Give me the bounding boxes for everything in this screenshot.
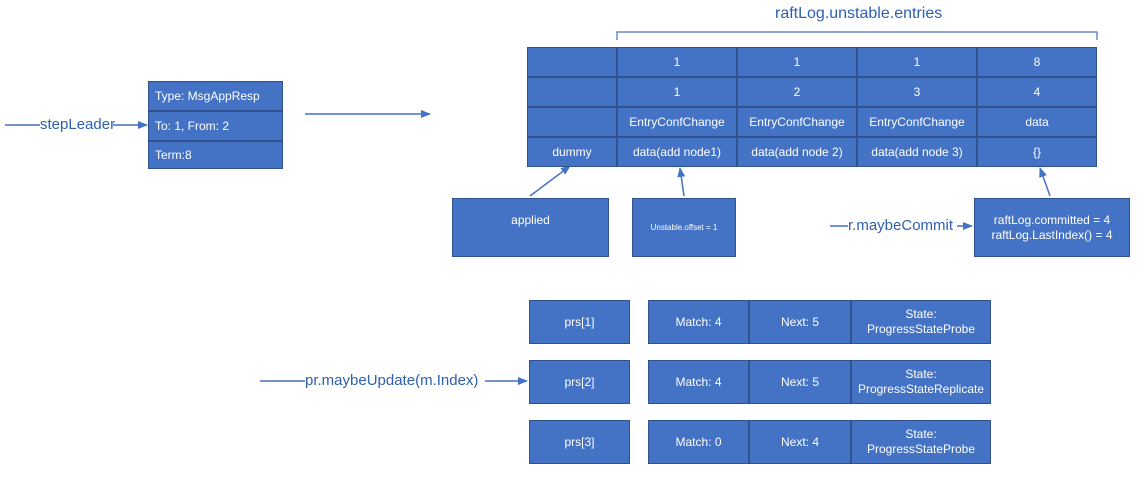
- progress-match: Match: 4: [648, 300, 749, 344]
- log-term-cell: 1: [617, 47, 737, 77]
- state-label: State:: [905, 427, 937, 441]
- state-label: State:: [905, 307, 937, 321]
- maybe-update-label: pr.maybeUpdate(m.Index): [305, 372, 479, 389]
- committed-arrow: [1039, 167, 1051, 197]
- entries-title: raftLog.unstable.entries: [775, 5, 943, 22]
- unstable-offset-box: Unstable.offset = 1: [632, 198, 736, 257]
- log-index-cell: 4: [977, 77, 1097, 107]
- log-data-cell: data(add node1): [617, 137, 737, 167]
- progress-id: prs[2]: [529, 360, 630, 404]
- state-value: ProgressStateReplicate: [857, 382, 985, 396]
- state-value: ProgressStateProbe: [866, 322, 976, 336]
- progress-next: Next: 4: [749, 420, 851, 464]
- log-data-cell: {}: [977, 137, 1097, 167]
- log-header-empty: [527, 107, 617, 137]
- log-index-cell: 1: [617, 77, 737, 107]
- progress-match: Match: 4: [648, 360, 749, 404]
- committed-box: raftLog.committed = 4 raftLog.LastIndex(…: [974, 198, 1130, 257]
- log-term-cell: 1: [857, 47, 977, 77]
- applied-arrow: [529, 165, 571, 197]
- log-type-cell: EntryConfChange: [737, 107, 857, 137]
- progress-match: Match: 0: [648, 420, 749, 464]
- progress-state: State: ProgressStateProbe: [851, 300, 991, 344]
- applied-box: applied: [452, 198, 609, 257]
- progress-id: prs[1]: [529, 300, 630, 344]
- step-leader-label: stepLeader: [40, 116, 116, 133]
- offset-arrow: [677, 167, 686, 197]
- log-data-cell: data(add node 3): [857, 137, 977, 167]
- state-label: State:: [905, 367, 937, 381]
- message-to-from: To: 1, From: 2: [148, 111, 283, 141]
- entries-bracket: [616, 31, 1098, 40]
- log-header-empty: [527, 77, 617, 107]
- message-term: Term:8: [148, 141, 283, 169]
- log-header-empty: [527, 47, 617, 77]
- log-dummy-cell: dummy: [527, 137, 617, 167]
- last-index-text: raftLog.LastIndex() = 4: [991, 227, 1113, 242]
- maybe-commit-label: r.maybeCommit: [848, 217, 954, 234]
- log-type-cell: EntryConfChange: [857, 107, 977, 137]
- progress-next: Next: 5: [749, 300, 851, 344]
- log-index-cell: 2: [737, 77, 857, 107]
- log-index-cell: 3: [857, 77, 977, 107]
- progress-next: Next: 5: [749, 360, 851, 404]
- progress-id: prs[3]: [529, 420, 630, 464]
- log-term-cell: 1: [737, 47, 857, 77]
- state-value: ProgressStateProbe: [866, 442, 976, 456]
- log-term-cell: 8: [977, 47, 1097, 77]
- log-type-cell: EntryConfChange: [617, 107, 737, 137]
- log-data-cell: data(add node 2): [737, 137, 857, 167]
- progress-state: State: ProgressStateReplicate: [851, 360, 991, 404]
- committed-text: raftLog.committed = 4: [993, 212, 1111, 227]
- message-type: Type: MsgAppResp: [148, 81, 283, 111]
- progress-state: State: ProgressStateProbe: [851, 420, 991, 464]
- log-type-cell: data: [977, 107, 1097, 137]
